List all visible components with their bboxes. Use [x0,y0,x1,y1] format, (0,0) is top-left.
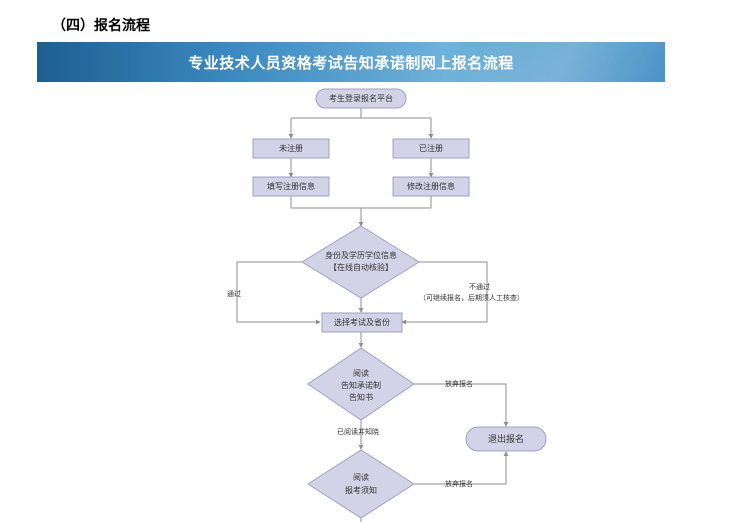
node-unregistered-label: 未注册 [279,143,303,153]
node-fill-info-label: 填写注册信息 [267,181,315,191]
banner-title: 专业技术人员资格考试告知承诺制网上报名流程 [188,54,514,72]
node-registered-label: 已注册 [419,143,443,153]
flowchart-banner: 专业技术人员资格考试告知承诺制网上报名流程 [37,42,665,82]
edge-fail-label-2: （可继续报名，后期须人工核查） [419,293,524,302]
node-read2-label-1: 阅读 [353,472,369,482]
edge-read1-exit [414,383,509,427]
edge-fail [401,261,488,325]
node-modify-info-label: 修改注册信息 [407,181,455,191]
edge-fail-label-1: 不通过 [469,282,490,291]
node-exit-shape [465,426,547,452]
node-choose-shape [321,312,403,333]
edge-pass [236,261,321,325]
node-modify-info-shape [392,176,470,197]
node-login-shape [315,88,407,109]
node-read1-label-2: 告知承诺制 [341,380,381,390]
edge-read-ok-label: 已阅读并知晓 [337,427,379,436]
edge-merge [290,196,432,209]
edge-read2-exit [414,451,509,485]
edge-pass-label: 通过 [227,289,241,298]
node-registered-shape [392,138,470,159]
node-verify-label-2: 【在线自动核验】 [329,262,393,272]
node-read1-label-1: 阅读 [353,368,369,378]
node-fill-info-shape [252,176,330,197]
node-exit-label: 退出报名 [488,433,524,445]
node-unregistered-shape [252,138,330,159]
edge-give-up-label-1: 放弃报名 [445,379,473,388]
edge-give-up-label-2: 放弃报名 [445,479,473,488]
section-heading: （四）报名流程 [52,18,150,34]
node-read1-shape [307,347,415,421]
node-verify-shape [301,225,420,299]
node-choose-label: 选择考试及省份 [334,317,390,327]
node-read2-label-2: 报考须知 [345,485,377,495]
node-verify-label-1: 身份及学历学位信息 [325,250,397,260]
node-read2-shape [307,449,415,519]
node-read1-label-3: 告知书 [349,392,373,402]
banner-highlight [465,42,665,82]
node-login-label: 考生登录报名平台 [329,93,393,103]
